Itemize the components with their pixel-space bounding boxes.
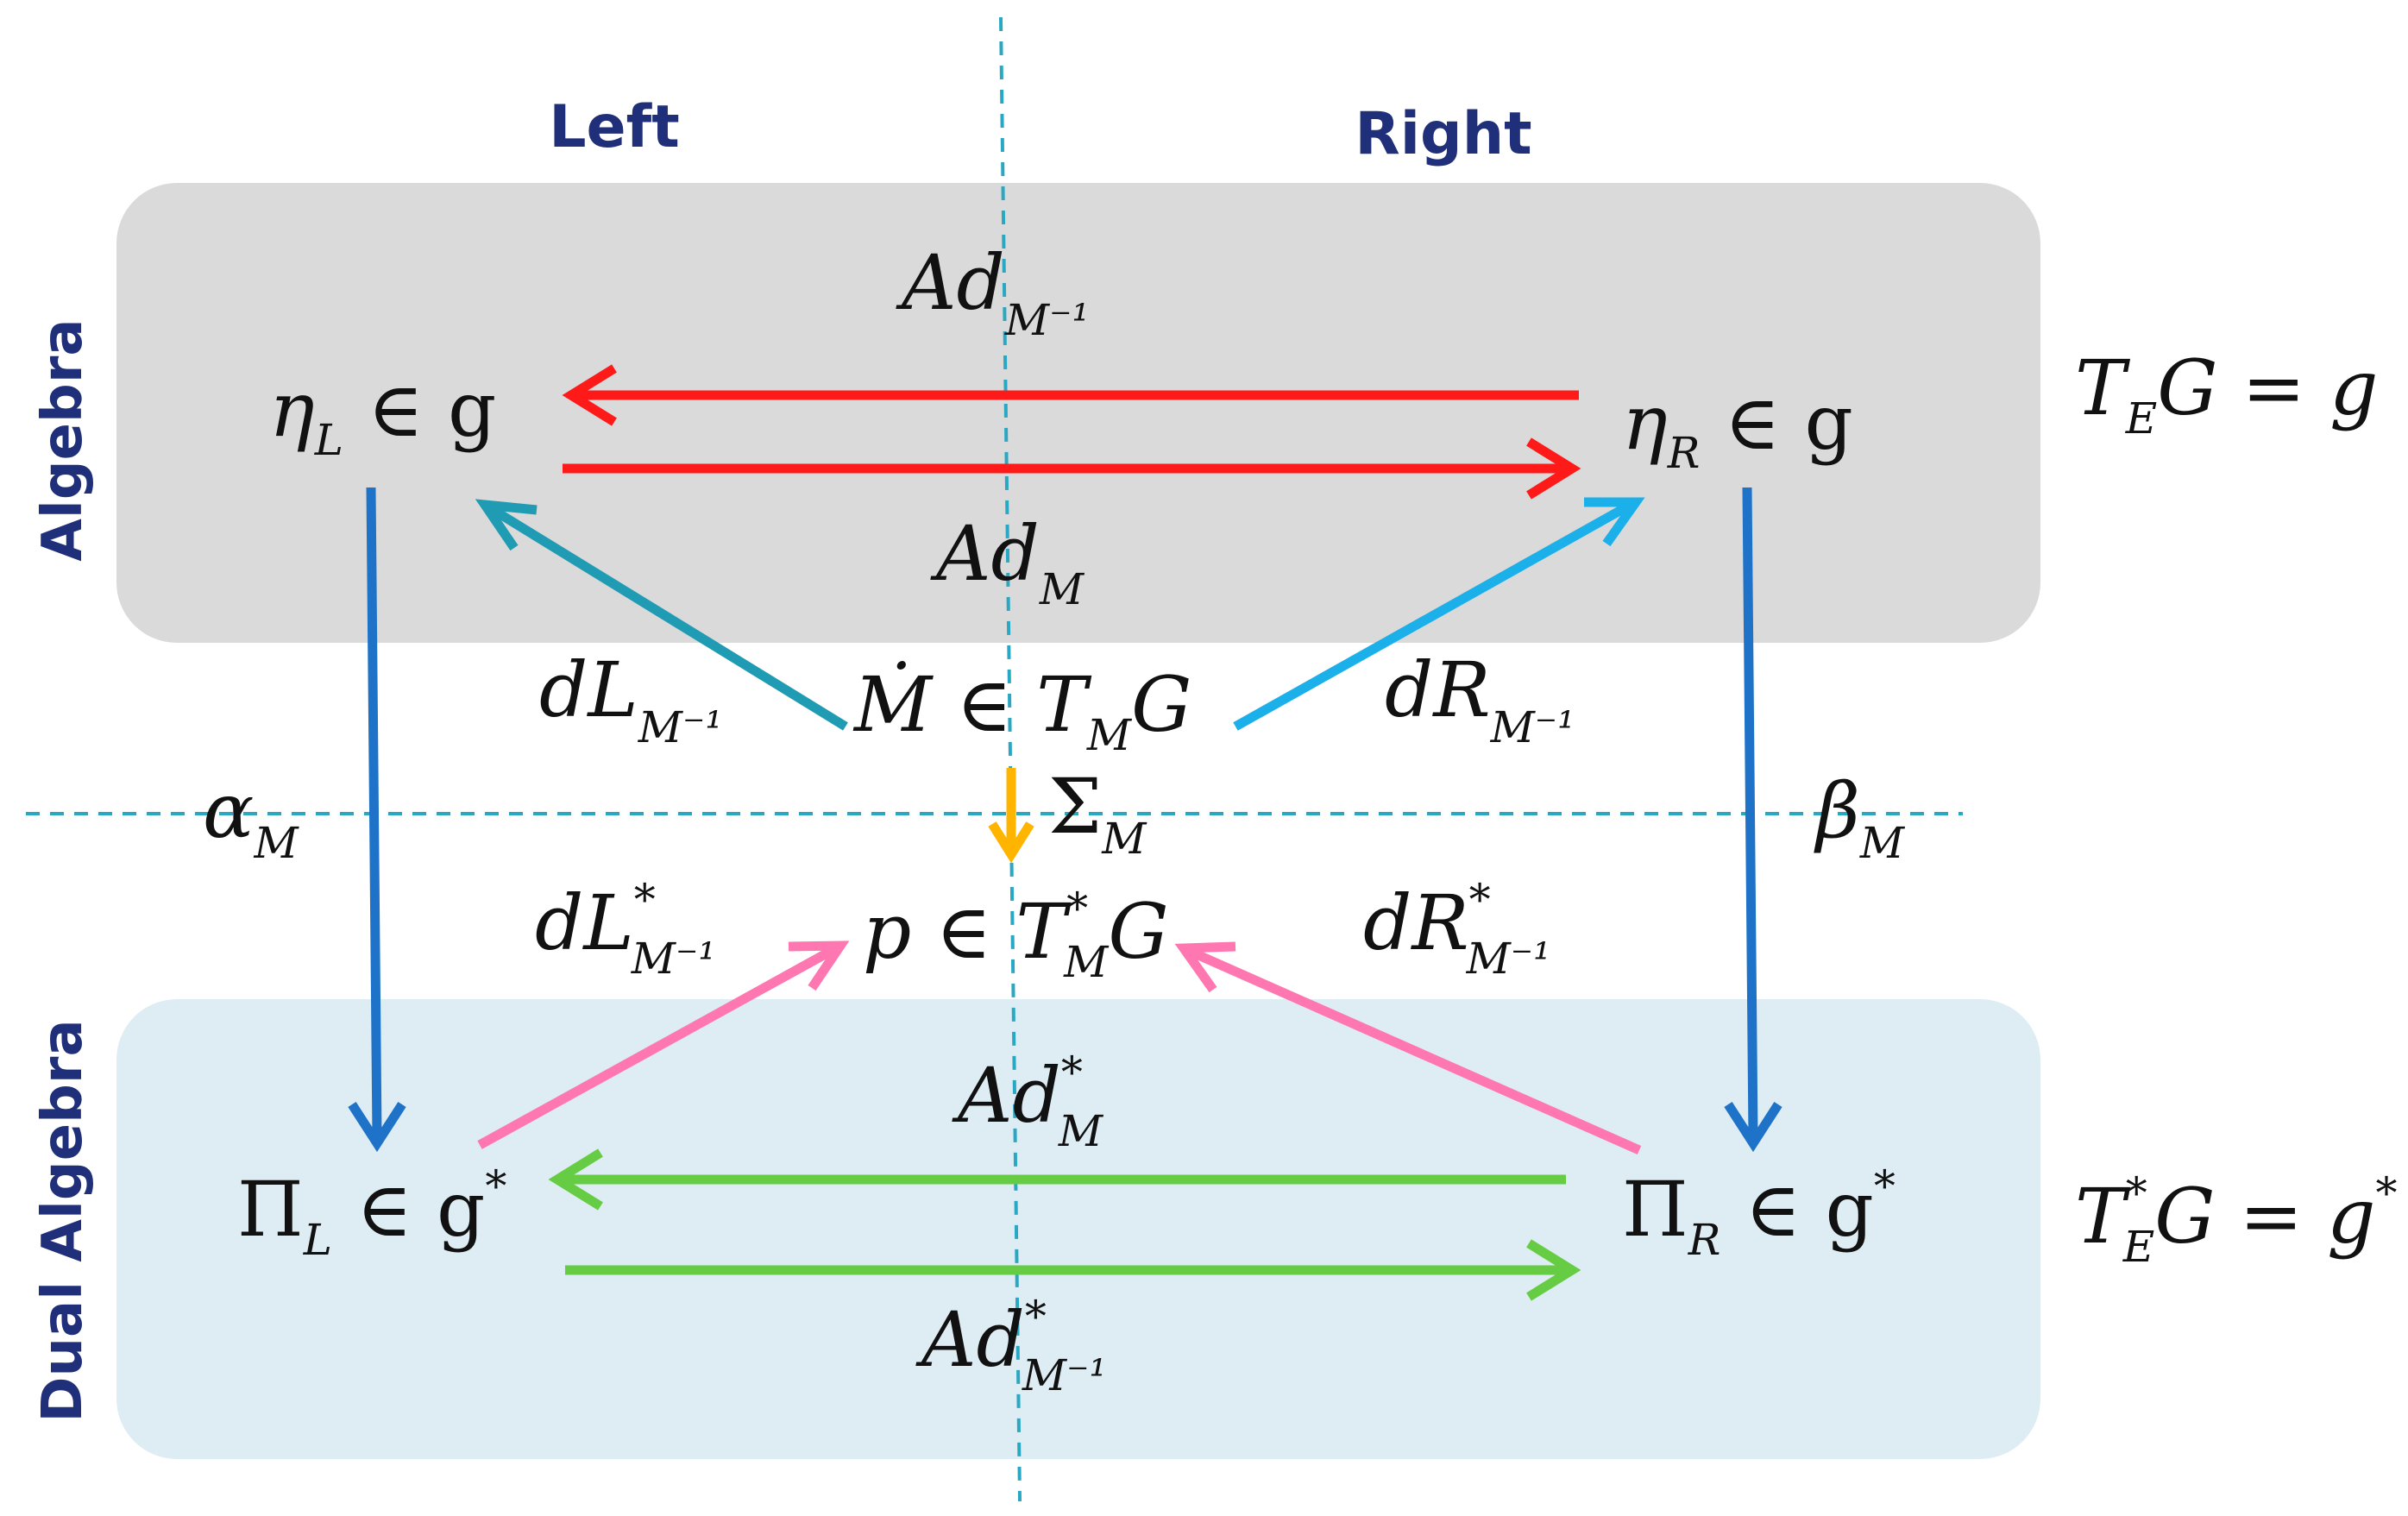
label-ad-star-m-inverse: Ad*M⁻¹ [915, 1292, 1107, 1400]
label-beta-m: βM [1814, 766, 1906, 868]
node-pi-left: ΠL ∈ g* [237, 1161, 506, 1265]
node-m-dot: Ṁ ∈ TMG [852, 660, 1191, 760]
label-ad-m: AdM [930, 509, 1085, 614]
arrow-dr-m-inverse [1233, 497, 1645, 731]
label-ad-m-inverse: AdM⁻¹ [896, 238, 1090, 345]
label-dl-m-inverse: dLM⁻¹ [539, 645, 722, 752]
side-label-algebra: Algebra [31, 318, 95, 561]
node-te-star-g: T*EG = g* [2075, 1168, 2398, 1272]
node-te-g: TEG = g [2075, 343, 2379, 443]
arrow-ad-m [563, 437, 1581, 500]
label-sigma-m: ΣM [1048, 762, 1147, 864]
label-dr-m-inverse: dRM⁻¹ [1385, 645, 1575, 752]
node-eta-right: ηR ∈ g [1622, 378, 1853, 478]
arrow-ad-star-m [548, 1148, 1566, 1211]
node-pi-right: ΠR ∈ g* [1622, 1161, 1896, 1265]
label-dl-star-m-inverse: dL*M⁻¹ [535, 875, 715, 984]
side-label-dual-algebra: Dual Algebra [31, 1019, 95, 1422]
arrow-dl-star-m-inverse [477, 940, 850, 1149]
node-eta-left: ηL ∈ g [269, 365, 496, 465]
header-left: Left [549, 93, 680, 161]
arrow-sigma-m [988, 768, 1034, 864]
node-p: p ∈ T*MG [863, 884, 1169, 987]
arrow-dl-m-inverse [475, 499, 848, 731]
label-dr-star-m-inverse: dR*M⁻¹ [1363, 875, 1550, 984]
vertical-guide-line [999, 16, 1022, 1502]
arrow-ad-m-inverse [562, 364, 1579, 426]
algebra-box [116, 183, 2040, 643]
arrow-dr-star-m-inverse [1174, 941, 1642, 1155]
arrow-beta-m [1724, 487, 1782, 1153]
arrow-ad-star-m-inverse [565, 1239, 1581, 1301]
arrow-alpha-m [348, 487, 406, 1153]
label-alpha-m: αM [203, 766, 299, 868]
label-ad-star-m: Ad*M [952, 1047, 1104, 1156]
header-right: Right [1355, 100, 1531, 168]
